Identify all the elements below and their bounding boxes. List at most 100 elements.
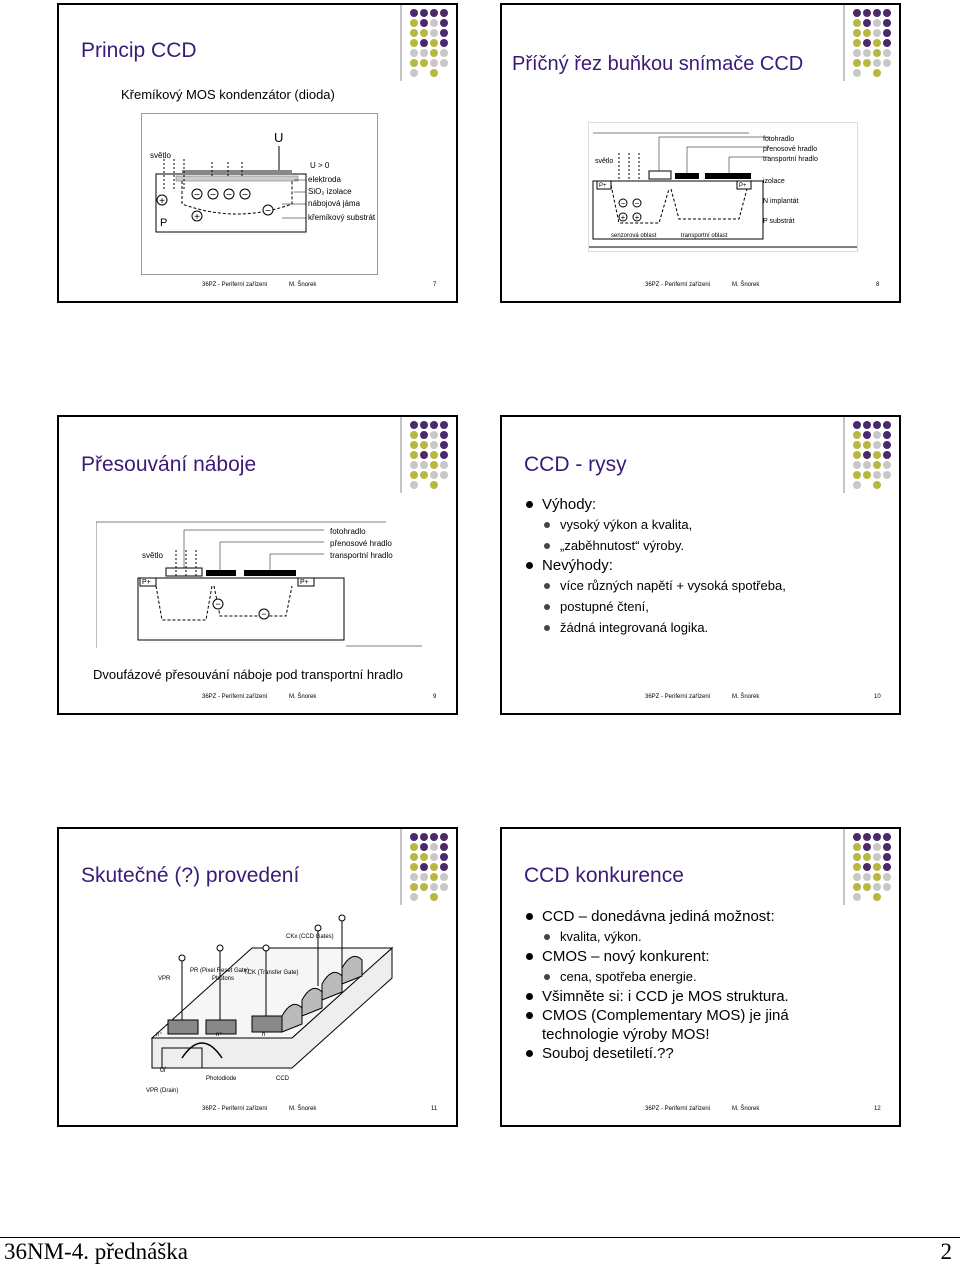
slide-footer: 36PZ - Periferní zařízení M. Šnorek 12 <box>502 1106 899 1116</box>
label-light: světlo <box>142 551 163 560</box>
bullet-item: CMOS (Complementary MOS) je jiná technol… <box>524 1006 824 1044</box>
decorative-dot <box>440 471 448 479</box>
decorative-dot <box>420 481 428 489</box>
decorative-dot <box>440 893 448 901</box>
decorative-dot <box>863 833 871 841</box>
decorative-dot <box>873 853 881 861</box>
decorative-dot <box>883 873 891 881</box>
slide-footer: 36PZ - Periferní zařízení M. Šnorek 10 <box>502 694 899 704</box>
svg-text:−: − <box>242 190 248 201</box>
svg-text:+: + <box>194 212 200 223</box>
decorative-dot <box>410 19 418 27</box>
footer-page: 7 <box>433 282 437 288</box>
decorative-dot <box>410 9 418 17</box>
decorative-dot <box>883 883 891 891</box>
footer-page: 9 <box>433 694 437 700</box>
decorative-dot <box>863 451 871 459</box>
decorative-dot <box>410 49 418 57</box>
label-sensor-area: senzorová oblast <box>611 233 657 239</box>
accent-line <box>400 5 402 81</box>
decorative-dot <box>873 471 881 479</box>
label-p-plus-left: P+ <box>599 183 607 189</box>
decorative-dot <box>410 441 418 449</box>
footer-author: M. Šnorek <box>289 1106 317 1112</box>
decorative-dot <box>440 853 448 861</box>
decorative-dot <box>430 471 438 479</box>
decorative-dot <box>420 421 428 429</box>
decorative-dot <box>410 853 418 861</box>
decorative-dot <box>440 421 448 429</box>
decorative-dot <box>430 873 438 881</box>
decorative-dot <box>853 69 861 77</box>
label-photogate: fotohradlo <box>330 527 366 536</box>
decorative-dot <box>430 49 438 57</box>
label-photons: Photons <box>212 976 234 982</box>
decorative-dot <box>863 883 871 891</box>
decorative-dot <box>873 481 881 489</box>
slide-title: Příčný řez buňkou snímače CCD <box>512 53 804 75</box>
decorative-dot <box>873 431 881 439</box>
decorative-dot <box>420 441 428 449</box>
svg-text:−: − <box>215 599 220 609</box>
svg-text:−: − <box>265 206 271 217</box>
decorative-dot <box>873 421 881 429</box>
svg-text:−: − <box>194 190 200 201</box>
footer-course: 36PZ - Periferní zařízení <box>202 282 268 288</box>
decorative-dot <box>853 9 861 17</box>
decorative-dot <box>883 833 891 841</box>
decorative-dot <box>883 461 891 469</box>
decorative-dot <box>853 853 861 861</box>
footer-page: 8 <box>876 282 880 288</box>
slide-7: Princip CCD Křemíkový MOS kondenzátor (d… <box>57 3 458 303</box>
decorative-dot <box>410 863 418 871</box>
footer-page: 11 <box>431 1106 438 1112</box>
decorative-dot <box>873 49 881 57</box>
decorative-dot <box>430 39 438 47</box>
svg-text:−: − <box>261 609 266 619</box>
svg-text:+: + <box>159 196 165 207</box>
decorative-dot <box>440 69 448 77</box>
decorative-dots <box>853 9 891 77</box>
decorative-dot <box>883 481 891 489</box>
decorative-dot <box>430 431 438 439</box>
slide-subtitle: Křemíkový MOS kondenzátor (dioda) <box>121 87 335 102</box>
decorative-dot <box>430 843 438 851</box>
decorative-dot <box>873 461 881 469</box>
lecture-label: 36NM-4. přednáška <box>4 1239 188 1264</box>
decorative-dot <box>853 843 861 851</box>
decorative-dot <box>440 19 448 27</box>
decorative-dot <box>873 69 881 77</box>
footer-rule <box>0 1237 960 1238</box>
mos-capacitor-figure: +−−−− +− světlo U U > 0 elektroda SiO₂ i… <box>141 113 378 275</box>
accent-line <box>843 417 845 493</box>
decorative-dot <box>873 843 881 851</box>
svg-text:−: − <box>635 199 640 208</box>
decorative-dot <box>420 69 428 77</box>
footer-page: 12 <box>874 1106 881 1112</box>
decorative-dot <box>440 873 448 881</box>
decorative-dot <box>873 39 881 47</box>
decorative-dot <box>863 843 871 851</box>
footer-course: 36PZ - Periferní zařízení <box>645 1106 711 1112</box>
decorative-dot <box>420 59 428 67</box>
svg-text:+: + <box>621 213 626 222</box>
svg-text:−: − <box>226 190 232 201</box>
label-substrate: křemíkový substrát <box>308 213 376 222</box>
label-transport-gate: transportní hradlo <box>330 551 393 560</box>
label-p: P <box>160 217 167 229</box>
decorative-dots <box>410 421 448 489</box>
footer-author: M. Šnorek <box>732 1106 760 1112</box>
decorative-dot <box>883 39 891 47</box>
decorative-dot <box>883 29 891 37</box>
decorative-dot <box>410 883 418 891</box>
decorative-dot <box>410 893 418 901</box>
decorative-dot <box>440 833 448 841</box>
decorative-dot <box>430 19 438 27</box>
decorative-dot <box>420 29 428 37</box>
bullet-subitem: kvalita, výkon. <box>524 926 824 947</box>
decorative-dot <box>420 833 428 841</box>
decorative-dot <box>420 893 428 901</box>
decorative-dot <box>883 69 891 77</box>
decorative-dot <box>420 451 428 459</box>
decorative-dot <box>430 441 438 449</box>
